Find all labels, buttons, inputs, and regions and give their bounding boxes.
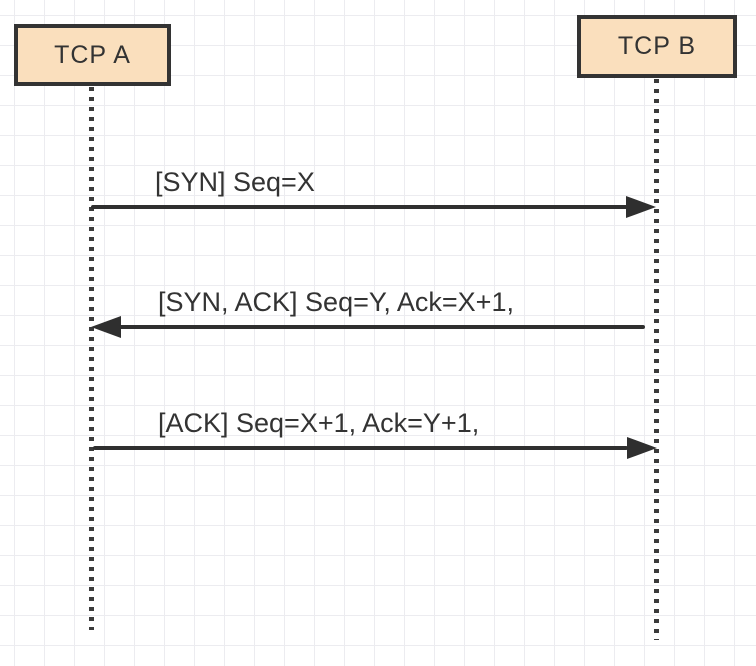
message-label-syn: [SYN] Seq=X: [155, 167, 315, 197]
actor-box-tcp-b: TCP B: [577, 15, 737, 78]
message-label-ack: [ACK] Seq=X+1, Ack=Y+1,: [158, 408, 480, 438]
message-arrow-syn-ack: [119, 325, 645, 329]
actor-label-tcp-a: TCP A: [54, 40, 131, 69]
arrowhead-left-icon: [91, 316, 121, 338]
actor-label-tcp-b: TCP B: [617, 32, 697, 60]
lifeline-tcp-a: [89, 87, 94, 630]
actor-box-tcp-a: TCP A: [14, 24, 171, 86]
arrowhead-right-icon: [626, 196, 656, 218]
message-label-syn-ack: [SYN, ACK] Seq=Y, Ack=X+1,: [158, 287, 514, 317]
message-arrow-ack: [93, 446, 628, 450]
arrowhead-right-icon: [627, 437, 657, 459]
message-arrow-syn: [91, 205, 628, 209]
lifeline-tcp-b: [654, 79, 659, 640]
